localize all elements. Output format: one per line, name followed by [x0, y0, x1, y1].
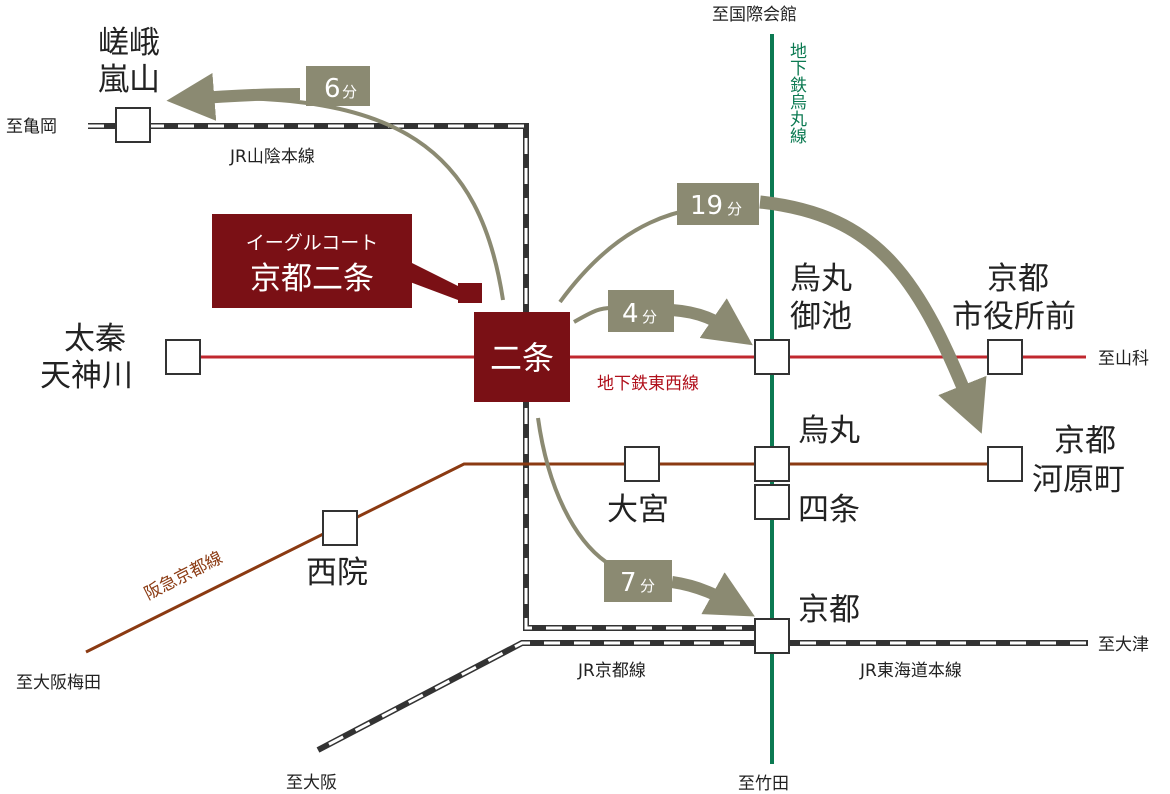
label-saga-2: 嵐山 — [98, 62, 160, 98]
time-badge-saga: 6 分 — [306, 66, 370, 106]
time-badges: 6 分 19 分 4 分 7 分 — [306, 66, 759, 602]
nijo-label: 二条 — [490, 339, 554, 377]
jr-kyoto-line-outer — [316, 640, 770, 753]
dest-yamashina: 至山科 — [1098, 349, 1149, 369]
dest-takeda: 至竹田 — [738, 774, 789, 794]
property-box — [212, 214, 412, 308]
svg-text:分: 分 — [640, 577, 655, 595]
station-marker-shijo — [754, 484, 790, 520]
property-name-line2: 京都二条 — [250, 261, 374, 297]
label-uzumasa-2: 天神川 — [40, 358, 133, 394]
jr-sanin-line-inner — [88, 124, 770, 630]
station-marker-uzumasa — [165, 339, 201, 375]
arrow-to-kyoto-body — [671, 572, 755, 617]
svg-text:分: 分 — [342, 83, 357, 101]
label-saga-1: 嵯峨 — [98, 25, 160, 61]
label-shijo: 四条 — [798, 492, 860, 528]
label-jr-sanin: JR山陰本線 — [229, 147, 315, 167]
station-marker-omiya — [624, 446, 660, 482]
svg-text:4: 4 — [622, 299, 639, 329]
label-hankyu: 阪急京都線 — [141, 548, 226, 604]
label-omiya: 大宮 — [607, 492, 669, 528]
label-tozai: 地下鉄東西線 — [597, 374, 699, 394]
hankyu-line — [85, 462, 990, 654]
property-callout: イーグルコート 京都二条 — [212, 214, 482, 308]
station-marker-saiin — [322, 510, 358, 546]
label-jr-tokaido: JR東海道本線 — [859, 661, 962, 681]
label-uzumasa-1: 太秦 — [64, 321, 126, 357]
nijo-box — [474, 312, 570, 402]
arrow-to-karasuma-oike — [573, 306, 613, 324]
svg-text:19: 19 — [690, 191, 723, 221]
station-marker-kawaramachi — [987, 446, 1023, 482]
arrow-to-kyoto — [536, 417, 608, 564]
label-karasuma-oike-1: 烏丸 — [790, 261, 852, 297]
time-badge-kyoto: 7 分 — [604, 560, 672, 602]
dest-kokusai: 至国際会館 — [712, 5, 797, 25]
label-karasuma-line: 地下鉄烏丸線 — [786, 42, 807, 144]
svg-text:6: 6 — [324, 74, 341, 104]
label-kyoto: 京都 — [798, 592, 860, 628]
station-marker-karasuma — [754, 446, 790, 482]
arrow-to-saga-head — [166, 72, 301, 121]
station-marker-kyoto — [754, 618, 790, 654]
dest-osaka: 至大阪 — [286, 773, 337, 793]
label-karasuma: 烏丸 — [798, 413, 860, 449]
label-kawaramachi-2: 河原町 — [1032, 462, 1125, 498]
arrow-to-kawaramachi-body — [759, 195, 987, 434]
destination-labels: 至亀岡 至国際会館 至山科 至大津 至竹田 至大阪 至大阪梅田 — [6, 5, 1149, 794]
label-karasuma-oike-2: 御池 — [790, 299, 852, 335]
property-name-line1: イーグルコート — [246, 232, 379, 254]
station-markers — [115, 107, 1023, 654]
label-kawaramachi-1: 京都 — [1054, 423, 1116, 459]
station-labels: 嵯峨 嵐山 太秦 天神川 烏丸 御池 京都 市役所前 烏丸 四条 大宮 京都 河… — [40, 25, 1125, 628]
station-marker-saga — [115, 107, 151, 143]
svg-text:分: 分 — [727, 200, 742, 218]
label-shiyakusho-1: 京都 — [987, 261, 1049, 297]
time-badge-shiyakusho: 19 分 — [677, 183, 759, 225]
svg-text:分: 分 — [642, 308, 657, 326]
travel-arrows — [166, 72, 987, 617]
dest-osaka-umeda: 至大阪梅田 — [16, 673, 101, 693]
station-marker-shiyakusho — [987, 339, 1023, 375]
jr-kyoto-line-inner — [317, 641, 770, 752]
property-location-marker — [458, 283, 482, 303]
time-badge-karasuma-oike: 4 分 — [608, 290, 674, 332]
dest-otsu: 至大津 — [1098, 635, 1149, 655]
station-marker-karasuma-oike — [754, 339, 790, 375]
label-saiin: 西院 — [306, 555, 368, 591]
nijo-station: 二条 — [474, 312, 570, 402]
arrow-to-karasuma-oike-body — [671, 298, 753, 346]
label-shiyakusho-2: 市役所前 — [952, 299, 1076, 335]
label-jr-kyoto: JR京都線 — [577, 661, 646, 681]
svg-text:7: 7 — [620, 568, 637, 598]
dest-kameoka: 至亀岡 — [6, 117, 57, 137]
property-pointer — [410, 262, 458, 300]
